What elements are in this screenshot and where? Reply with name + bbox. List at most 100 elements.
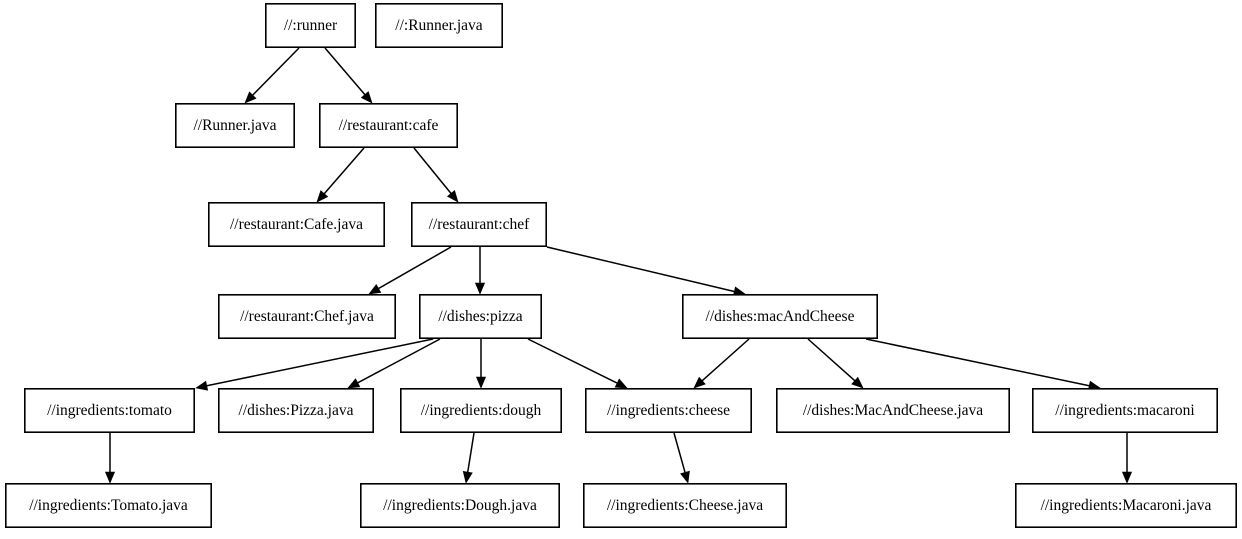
node-label: //restaurant:Cafe.java [230, 216, 363, 233]
arrowhead-icon [104, 471, 116, 484]
graph-edge [474, 247, 486, 295]
edge-line [865, 338, 1090, 387]
arrowhead-icon [360, 91, 373, 104]
graph-node[interactable]: //restaurant:Chef.java [218, 293, 396, 339]
graph-node[interactable]: //restaurant:chef [410, 202, 547, 248]
edge-line [252, 47, 300, 96]
edge-line [527, 338, 618, 384]
arrowhead-icon [195, 380, 209, 391]
node-box[interactable] [264, 2, 356, 49]
node-box[interactable] [374, 2, 503, 49]
arrowhead-icon [462, 471, 473, 484]
arrowhead-icon [680, 470, 690, 484]
graph-edge [527, 338, 628, 389]
edges-layer [104, 47, 1133, 484]
graph-node[interactable]: //:Runner.java [374, 2, 503, 49]
edge-line [807, 338, 856, 382]
node-label: //dishes:macAndCheese [706, 308, 855, 325]
node-label: //Runner.java [193, 117, 276, 134]
graph-node[interactable]: //:runner [264, 2, 356, 49]
node-label: //restaurant:Chef.java [240, 308, 374, 325]
graph-node[interactable]: //ingredients:macaroni [1032, 387, 1219, 433]
node-label: //dishes:MacAndCheese.java [803, 402, 983, 419]
node-label: //ingredients:dough [421, 402, 542, 419]
graph-node[interactable]: //dishes:Pizza.java [218, 387, 374, 433]
graph-edge [546, 246, 746, 297]
node-label: //ingredients:Cheese.java [607, 497, 763, 514]
graph-node[interactable]: //ingredients:dough [399, 387, 562, 433]
edge-line [357, 338, 441, 384]
arrowhead-icon [614, 378, 628, 389]
graph-edge [413, 147, 459, 203]
node-box[interactable] [1032, 387, 1219, 433]
edge-line [324, 47, 366, 96]
graph-edge [693, 338, 750, 389]
graph-edge [324, 47, 373, 104]
edge-line [323, 147, 365, 195]
arrowhead-icon [316, 190, 329, 203]
node-label: //dishes:Pizza.java [239, 402, 354, 419]
arrowhead-icon [368, 283, 382, 295]
graph-edge [347, 338, 441, 389]
arrowhead-icon [475, 376, 487, 389]
node-label: //ingredients:Macaroni.java [1041, 497, 1212, 514]
node-box[interactable] [681, 293, 878, 339]
graph-node[interactable]: //ingredients:cheese [584, 387, 752, 433]
graph-node[interactable]: //ingredients:Tomato.java [5, 482, 212, 528]
node-label: //dishes:pizza [438, 308, 522, 325]
graph-node[interactable]: //dishes:MacAndCheese.java [775, 387, 1010, 433]
node-box[interactable] [418, 293, 542, 339]
graph-node[interactable]: //dishes:macAndCheese [681, 293, 878, 339]
arrowhead-icon [1121, 471, 1133, 484]
arrowhead-icon [693, 376, 706, 389]
node-box[interactable] [584, 387, 752, 433]
graph-edge [673, 432, 690, 484]
arrowhead-icon [446, 190, 459, 203]
node-box[interactable] [218, 387, 374, 433]
edge-line [206, 338, 434, 387]
edge-line [378, 246, 452, 290]
graph-edge [475, 339, 487, 389]
graph-edge [462, 432, 475, 484]
arrowhead-icon [244, 91, 257, 104]
edge-line [701, 338, 750, 382]
node-label: //:runner [284, 17, 338, 34]
node-label: //:Runner.java [395, 17, 483, 34]
graph-node[interactable]: //restaurant:cafe [318, 103, 458, 149]
edge-line [673, 432, 686, 473]
node-box[interactable] [582, 482, 787, 528]
graph-edge [316, 147, 365, 203]
node-box[interactable] [359, 482, 560, 528]
graph-node[interactable]: //Runner.java [175, 103, 296, 149]
node-box[interactable] [208, 202, 385, 248]
node-box[interactable] [1014, 482, 1237, 528]
node-box[interactable] [775, 387, 1010, 433]
graph-node[interactable]: //ingredients:Cheese.java [582, 482, 787, 528]
graph-node[interactable]: //ingredients:Macaroni.java [1014, 482, 1237, 528]
arrowhead-icon [474, 282, 486, 295]
graph-node[interactable]: //ingredients:tomato [23, 387, 195, 433]
graph-node[interactable]: //ingredients:Dough.java [359, 482, 560, 528]
node-box[interactable] [5, 482, 212, 528]
graph-node[interactable]: //dishes:pizza [418, 293, 542, 339]
node-box[interactable] [410, 202, 547, 248]
node-label: //restaurant:cafe [339, 117, 439, 134]
graph-edge [244, 47, 300, 104]
arrowhead-icon [851, 376, 864, 389]
arrowhead-icon [347, 378, 361, 389]
node-label: //restaurant:chef [429, 216, 531, 233]
graph-edge [195, 338, 434, 391]
node-box[interactable] [23, 387, 195, 433]
node-label: //ingredients:macaroni [1055, 402, 1195, 419]
edge-line [546, 246, 735, 293]
node-box[interactable] [399, 387, 562, 433]
node-label: //ingredients:cheese [607, 402, 730, 419]
node-box[interactable] [318, 103, 458, 149]
graph-node[interactable]: //restaurant:Cafe.java [208, 202, 385, 248]
node-box[interactable] [218, 293, 396, 339]
node-box[interactable] [175, 103, 296, 149]
node-label: //ingredients:tomato [47, 402, 172, 419]
nodes-layer: //:runner //:Runner.java //Runner.java //re… [5, 2, 1237, 528]
